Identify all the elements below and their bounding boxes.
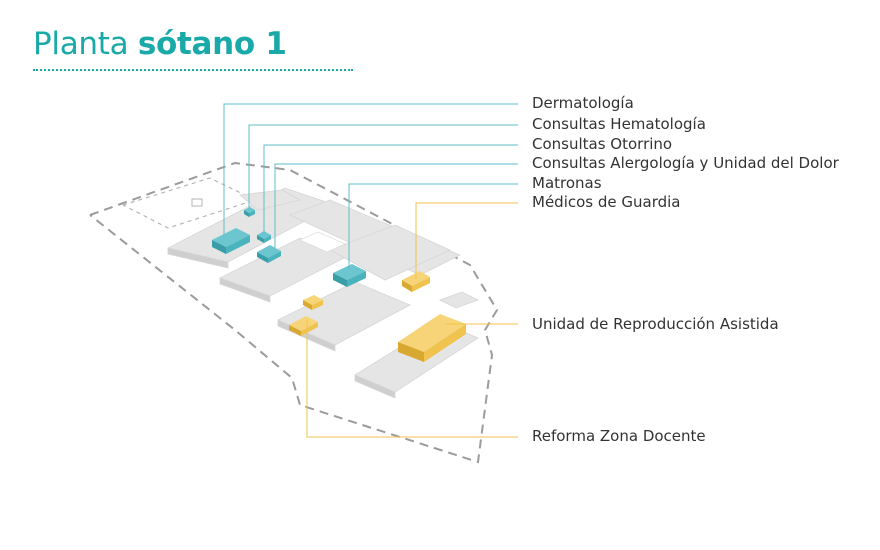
label-medicos-guardia: Médicos de Guardia (532, 193, 681, 211)
label-hematologia: Consultas Hematología (532, 115, 706, 133)
label-reproduccion: Unidad de Reproducción Asistida (532, 315, 779, 333)
title-underline (33, 69, 353, 71)
site-inner-boundary (122, 177, 257, 229)
teal-blocks (212, 207, 366, 287)
block-reproduccion (398, 314, 466, 362)
leader-docente (306, 320, 518, 438)
teal-leader-lines (223, 103, 518, 270)
page-title: Planta sótano 1 (33, 26, 287, 62)
block-alergologia (257, 245, 281, 263)
site-boundary (89, 161, 499, 464)
small-structure (191, 198, 203, 207)
leader-alergologia (274, 163, 518, 248)
leader-otorrino (263, 144, 518, 234)
leader-hematologia (248, 124, 518, 211)
leader-matronas (348, 183, 518, 270)
block-docente-2 (289, 316, 318, 336)
floor-courtyard (299, 231, 346, 253)
block-otorrino (257, 231, 271, 243)
label-alergologia: Consultas Alergología y Unidad del Dolor (532, 154, 839, 172)
title-light: Planta (33, 26, 129, 62)
label-docente: Reforma Zona Docente (532, 427, 706, 445)
block-matronas (333, 264, 366, 287)
leader-medicos-guardia (415, 202, 518, 279)
floor-slab (166, 187, 480, 399)
label-matronas: Matronas (532, 174, 602, 192)
title-bold: sótano 1 (137, 26, 287, 62)
block-dermatologia (212, 228, 250, 254)
block-docente-1 (303, 295, 323, 310)
label-otorrino: Consultas Otorrino (532, 135, 673, 153)
leader-dermatologia (223, 103, 518, 236)
label-dermatologia: Dermatología (532, 94, 634, 112)
yellow-leader-lines (306, 202, 518, 438)
